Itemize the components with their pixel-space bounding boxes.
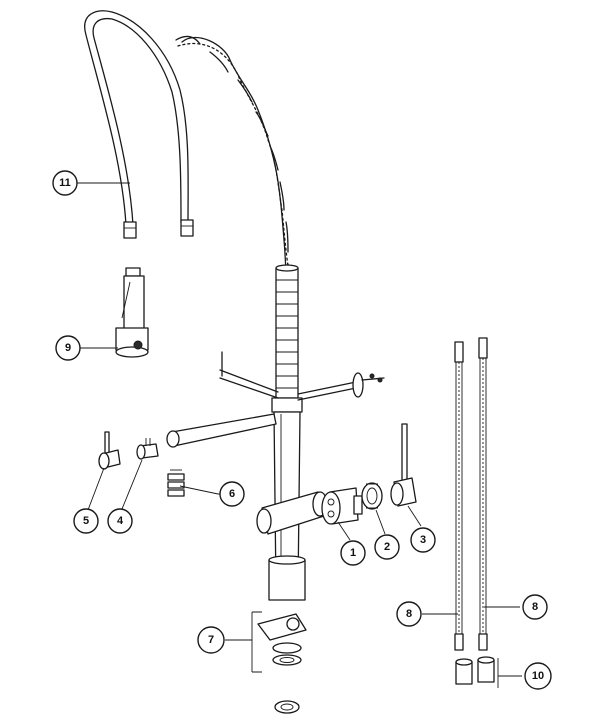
part-9-rinse-head — [115, 267, 149, 358]
part-7-mounting-set — [257, 613, 307, 714]
callout-6-label: 6 — [229, 488, 235, 500]
callout-4: 4 — [107, 508, 133, 534]
callout-8-left: 8 — [396, 601, 422, 627]
part-10-adapters — [455, 656, 495, 685]
callout-10-label: 10 — [532, 670, 544, 682]
callout-2-label: 2 — [384, 541, 390, 553]
part-1-cartridge — [321, 487, 363, 525]
part-4-spout-connector — [136, 438, 159, 460]
leader-lines — [76, 182, 522, 688]
part-3-lever-handle — [390, 423, 417, 507]
part-8-braided-hoses — [454, 337, 488, 651]
callout-3: 3 — [410, 527, 436, 553]
callout-8-left-label: 8 — [406, 608, 412, 620]
callout-4-label: 4 — [117, 515, 124, 527]
callout-7-label: 7 — [208, 634, 214, 646]
callout-5: 5 — [73, 508, 99, 534]
callout-3-label: 3 — [420, 534, 426, 546]
callout-9: 9 — [55, 335, 81, 361]
part-6-seal-set — [167, 469, 185, 497]
faucet-column — [271, 264, 303, 591]
part-2-nut — [361, 482, 383, 510]
callout-9-label: 9 — [65, 342, 71, 354]
callout-2: 2 — [374, 534, 400, 560]
swivel-spout — [166, 413, 277, 448]
pre-rinse-spring — [175, 35, 293, 361]
callout-5-label: 5 — [83, 515, 89, 527]
part-11-flexible-hose — [84, 10, 194, 239]
callout-1-label: 1 — [350, 547, 356, 559]
callout-7: 7 — [197, 626, 225, 654]
callout-10: 10 — [524, 662, 552, 690]
part-5-small-lever — [98, 431, 121, 470]
callout-11: 11 — [52, 170, 78, 196]
callout-6: 6 — [219, 481, 245, 507]
callout-1: 1 — [340, 540, 366, 566]
callout-8-right-label: 8 — [532, 601, 538, 613]
callout-11-label: 11 — [59, 177, 71, 189]
callout-8-right: 8 — [522, 594, 548, 620]
wall-bracket-arm — [219, 351, 385, 401]
